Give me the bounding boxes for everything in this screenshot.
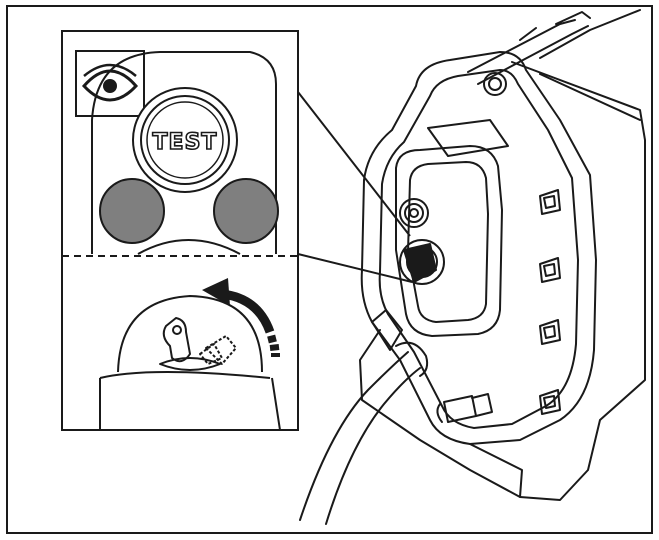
callout-pointer [297,91,413,283]
key-tab [162,317,191,363]
test-button-label: TEST [153,130,218,155]
panel-key-switch [399,239,445,285]
power-cable [299,351,409,521]
panel-connector [399,198,429,228]
control-faceplate [91,51,277,254]
faceplate-arc [137,239,241,255]
rotate-counterclockwise-arrow-icon [202,278,280,357]
device-housing [299,9,646,525]
eye-icon [75,50,145,117]
key-tab-rotated-ghost [205,335,237,365]
side-clips [539,189,561,415]
test-button: TEST [132,87,238,193]
indicator-light-left [99,178,165,244]
hose-fitting [443,393,493,423]
device-back-body [511,61,646,501]
device-base [359,329,523,498]
control-panel [395,145,503,337]
mounting-hole [483,72,507,96]
indicator-light-right [213,178,279,244]
key-switch-detail [99,295,281,431]
outer-frame [6,5,653,534]
handle-rails [467,11,591,85]
